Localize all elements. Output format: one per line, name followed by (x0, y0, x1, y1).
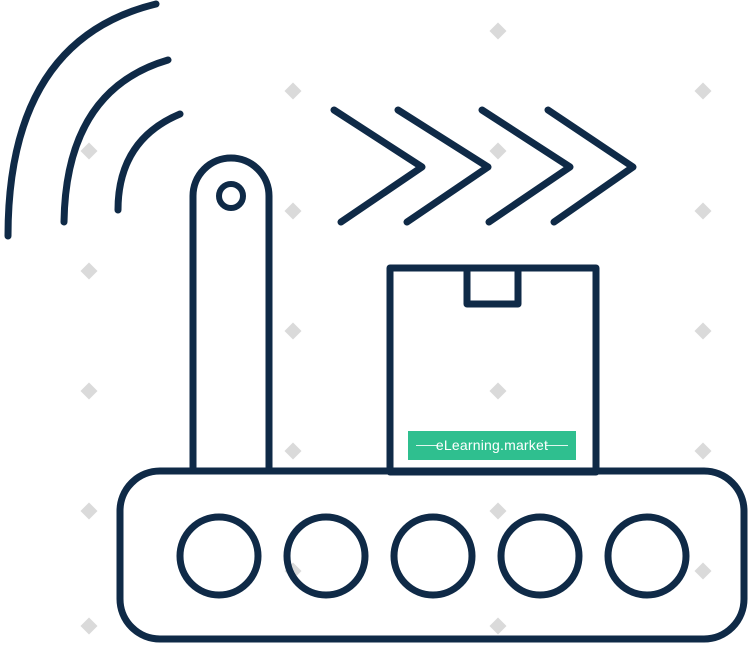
watermark-pattern (80, 22, 712, 635)
conveyor-belt-icon (116, 467, 748, 643)
forward-chevrons-icon (330, 106, 637, 226)
watermark-badge: eLearning.market (408, 431, 576, 460)
robotic-arm-icon (189, 154, 273, 472)
wireless-signal-icon (4, 0, 184, 240)
